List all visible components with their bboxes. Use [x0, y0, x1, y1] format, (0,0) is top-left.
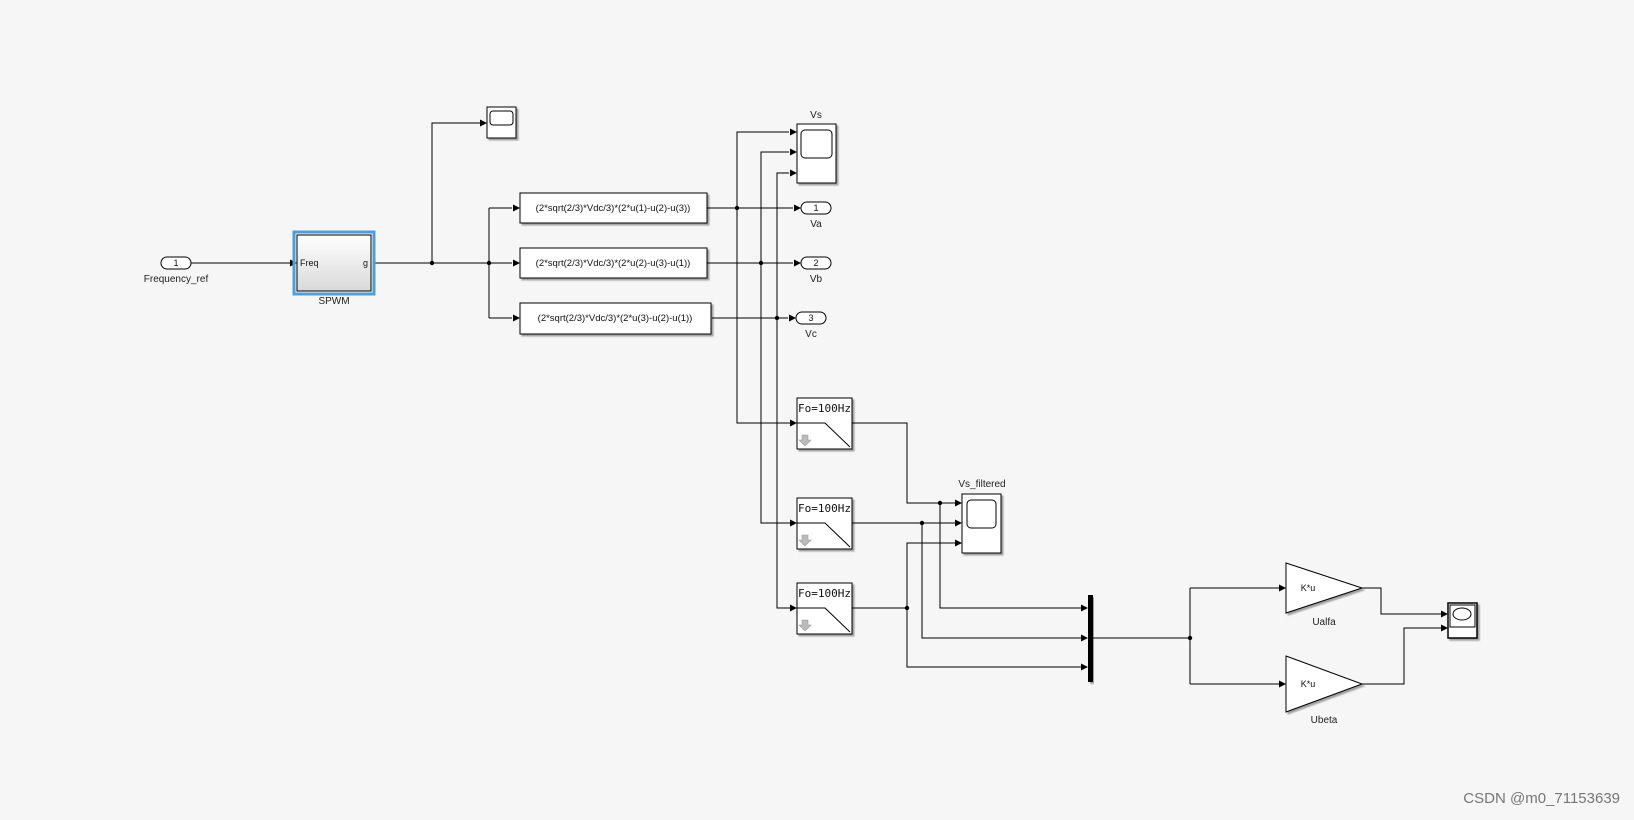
scope-gate-block[interactable]: [486, 106, 517, 139]
outport-va-label: Va: [810, 219, 822, 230]
outport-vb-number: 2: [813, 258, 818, 268]
inport-frequency-ref[interactable]: 1 Frequency_ref: [144, 256, 209, 285]
inport-label: Frequency_ref: [144, 274, 209, 285]
gain-ubeta-block[interactable]: K*u Ubeta: [1285, 655, 1364, 726]
gain-ualfa-block[interactable]: K*u Ualfa: [1285, 562, 1364, 628]
arrowheads: [290, 119, 1448, 688]
down-arrow-icon: [798, 534, 812, 547]
spwm-out-port-label: g: [363, 258, 368, 268]
filter-a-cutoff: Fo=100Hz: [798, 402, 851, 415]
fcn-block-a[interactable]: [519, 192, 708, 224]
gain-ualfa-label: Ualfa: [1312, 617, 1336, 628]
fcn-block-b[interactable]: [519, 247, 708, 279]
watermark: CSDN @m0_71153639: [1463, 790, 1620, 807]
outport-vb-label: Vb: [810, 274, 823, 285]
fcn-expression-a: (2*sqrt(2/3)*Vdc/3)*(2*u(1)-u(2)-u(3)): [536, 203, 691, 214]
outport-vc[interactable]: 3 Vc: [795, 311, 827, 340]
junction-dots: [429, 205, 1193, 641]
lowpass-filter-a[interactable]: Fo=100Hz: [796, 397, 853, 450]
mux-block[interactable]: [1088, 595, 1093, 682]
spwm-label: SPWM: [318, 296, 349, 307]
outport-vc-number: 3: [808, 313, 813, 323]
lowpass-filter-c[interactable]: Fo=100Hz: [796, 582, 853, 635]
filter-c-cutoff: Fo=100Hz: [798, 587, 851, 600]
fcn-expression-c: (2*sqrt(2/3)*Vdc/3)*(2*u(3)-u(2)-u(1)): [538, 313, 693, 324]
down-arrow-icon: [798, 434, 812, 447]
gain-ubeta-label: Ubeta: [1311, 715, 1338, 726]
lowpass-filter-b[interactable]: Fo=100Hz: [796, 497, 853, 550]
scope-vs-filtered-block[interactable]: Vs_filtered: [958, 479, 1006, 554]
filter-b-cutoff: Fo=100Hz: [798, 502, 851, 515]
gain-ualfa-text: K*u: [1301, 583, 1316, 593]
inport-number: 1: [173, 258, 178, 268]
scope-vs-label: Vs: [810, 110, 822, 121]
outport-vb[interactable]: 2 Vb: [800, 256, 832, 285]
scope-vs-filtered-label: Vs_filtered: [958, 479, 1005, 490]
signal-lines[interactable]: [191, 122, 1441, 685]
gain-ubeta-text: K*u: [1301, 679, 1316, 689]
outport-vc-label: Vc: [805, 329, 817, 340]
fcn-expression-b: (2*sqrt(2/3)*Vdc/3)*(2*u(2)-u(3)-u(1)): [536, 258, 691, 269]
outport-va[interactable]: 1 Va: [800, 201, 832, 230]
xy-graph-block[interactable]: [1447, 602, 1478, 639]
fcn-block-c[interactable]: [519, 302, 712, 335]
scope-vs-block[interactable]: Vs: [796, 110, 837, 184]
down-arrow-icon: [798, 619, 812, 632]
spwm-in-port-label: Freq: [300, 258, 319, 268]
spwm-subsystem-block[interactable]: Freq g SPWM: [292, 230, 376, 307]
outport-va-number: 1: [813, 203, 818, 213]
